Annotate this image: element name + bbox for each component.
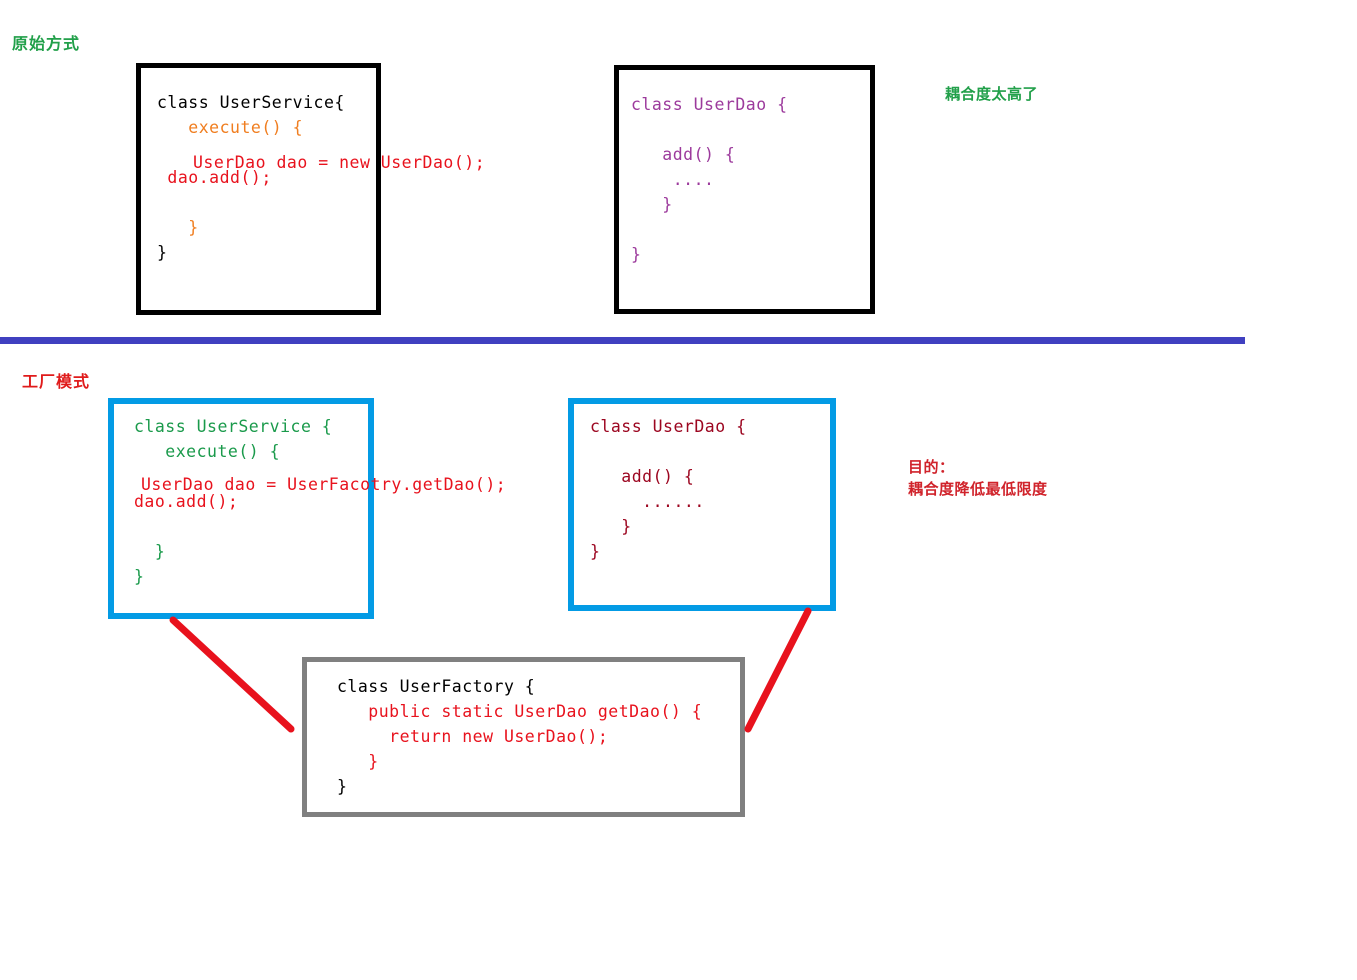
code-line-execute-open: execute() { — [134, 442, 281, 461]
code-box-user-dao-factory: class UserDao { add() { ...... } } — [568, 398, 836, 611]
code-box-user-service-original: class UserService{ execute() { dao.add()… — [136, 63, 381, 315]
code-line-add-body: ...... — [590, 492, 705, 511]
code-line-class-close: } — [590, 542, 601, 561]
code-line-class-declaration: class UserFactory { — [337, 677, 536, 696]
code-line-add-body: .... — [631, 170, 715, 189]
code-block-user-service-original: class UserService{ execute() { dao.add()… — [157, 90, 345, 265]
code-line-return-new-userdao: return new UserDao(); — [337, 727, 609, 746]
code-line-dao-add: dao.add(); — [157, 168, 272, 187]
section-divider — [0, 337, 1245, 344]
connector-user-service-to-factory — [169, 616, 295, 733]
code-line-getdao-signature: public static UserDao getDao() { — [337, 702, 703, 721]
code-line-add-open: add() { — [590, 467, 695, 486]
code-line-class-close: } — [134, 567, 145, 586]
annotation-purpose-title: 目的： — [908, 458, 955, 476]
code-line-add-close: } — [631, 195, 673, 214]
code-line-getdao-close: } — [337, 752, 379, 771]
code-line-add-open: add() { — [631, 145, 736, 164]
code-line-placeholder-new-dao — [157, 143, 167, 162]
code-line-class-close: } — [337, 777, 348, 796]
code-line-execute-open: execute() { — [157, 118, 304, 137]
code-line-dao-add: dao.add(); — [134, 492, 239, 511]
code-block-user-factory: class UserFactory { public static UserDa… — [337, 674, 702, 799]
annotation-purpose: 目的： 耦合度降低最低限度 — [908, 456, 1048, 500]
code-line-userfactory-getdao-overflow: UserDao dao = UserFacotry.getDao(); — [141, 475, 507, 494]
code-line-class-declaration: class UserService{ — [157, 93, 345, 112]
code-block-user-service-factory: class UserService { execute() { dao.add(… — [134, 414, 332, 589]
code-line-class-declaration: class UserDao { — [631, 95, 788, 114]
code-line-class-close: } — [631, 245, 642, 264]
annotation-purpose-body: 耦合度降低最低限度 — [908, 480, 1048, 498]
code-line-class-declaration: class UserDao { — [590, 417, 747, 436]
code-line-add-close: } — [590, 517, 632, 536]
code-box-user-factory: class UserFactory { public static UserDa… — [302, 657, 745, 817]
code-line-execute-close: } — [157, 218, 199, 237]
section-label-original: 原始方式 — [12, 34, 81, 53]
code-line-new-userdao-overflow: UserDao dao = new UserDao(); — [193, 153, 486, 172]
code-box-user-service-factory: class UserService { execute() { dao.add(… — [108, 398, 374, 619]
section-label-factory: 工厂模式 — [22, 372, 91, 391]
code-line-class-close: } — [157, 243, 168, 262]
code-block-user-dao-factory: class UserDao { add() { ...... } } — [590, 414, 747, 564]
code-box-user-dao-original: class UserDao { add() { .... } } — [614, 65, 875, 314]
connector-user-dao-to-factory — [744, 607, 812, 733]
code-block-user-dao-original: class UserDao { add() { .... } } — [631, 92, 788, 267]
code-line-execute-close: } — [134, 542, 166, 561]
code-line-class-declaration: class UserService { — [134, 417, 333, 436]
annotation-coupling-too-high: 耦合度太高了 — [945, 85, 1039, 103]
